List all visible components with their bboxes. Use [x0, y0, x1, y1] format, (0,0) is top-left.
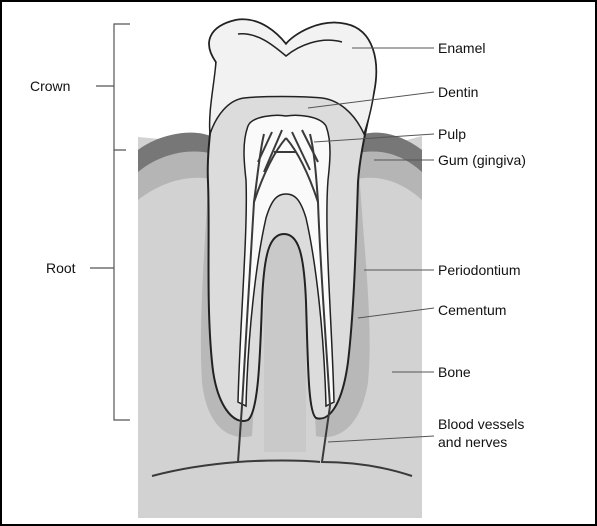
- brackets: [90, 24, 130, 420]
- label-and-nerves: and nerves: [438, 434, 507, 451]
- label-bone: Bone: [438, 364, 471, 381]
- label-enamel: Enamel: [438, 40, 485, 57]
- label-periodontium: Periodontium: [438, 262, 521, 279]
- label-root: Root: [46, 260, 76, 277]
- label-dentin: Dentin: [438, 84, 478, 101]
- interradicular-bone: [264, 232, 306, 452]
- label-gum: Gum (gingiva): [438, 152, 526, 169]
- label-crown: Crown: [30, 78, 70, 95]
- label-pulp: Pulp: [438, 126, 466, 143]
- label-cementum: Cementum: [438, 302, 506, 319]
- crown-bracket: [114, 24, 130, 150]
- label-blood-vessels: Blood vessels: [438, 416, 524, 433]
- root-bracket: [114, 150, 130, 420]
